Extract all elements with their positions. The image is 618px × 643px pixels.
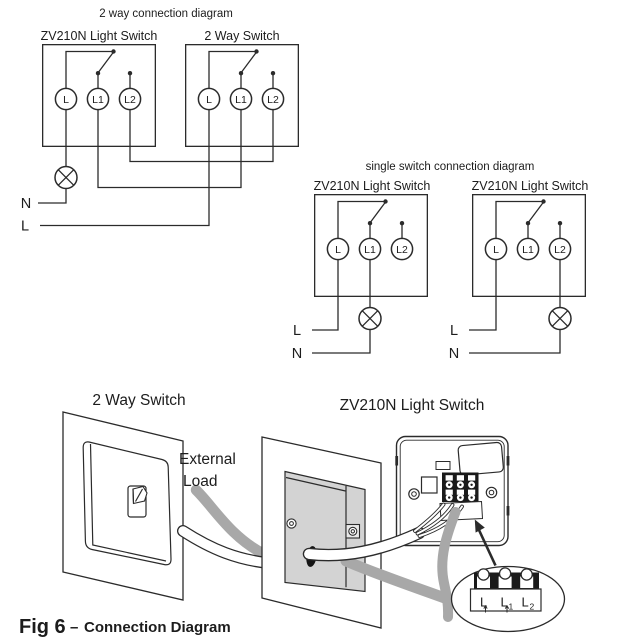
screw-icon: [286, 518, 297, 529]
two-way-connection-diagram: 2 way connection diagram ZV210N Light Sw…: [21, 8, 300, 235]
zv210n-switch-box-right: [471, 193, 587, 298]
two-way-switch-plate: [62, 411, 184, 601]
side-clip: [506, 506, 510, 516]
screw-icon: [485, 486, 498, 499]
caption-text: Connection Diagram: [84, 619, 231, 636]
two-way-wiring: [38, 109, 274, 227]
toggle-switch: [127, 485, 148, 518]
callout-arrow: [474, 519, 497, 567]
small-slot: [435, 461, 451, 470]
terminal-screw-icon: [477, 568, 490, 581]
external-load-label-line2: Load: [183, 473, 217, 490]
zv210n-box-label-left: ZV210N Light Switch: [314, 179, 431, 193]
callout-label-l1: L: [501, 595, 508, 610]
terminal-screw-icon: [498, 567, 512, 580]
terminal-screw-icon: [520, 568, 533, 581]
side-clip: [395, 456, 399, 466]
terminal-callout: L L 1 L 2: [450, 565, 566, 633]
installation-illustration: L L 1 L 2 2 Way Switch ZV210N Light Swit…: [62, 392, 566, 633]
lamp-icon: [54, 165, 78, 190]
two-way-box-label: 2 Way Switch: [204, 29, 279, 43]
zv210n-switch-box: [41, 43, 157, 148]
lamp-icon: [358, 306, 382, 331]
single-diagram-title: single switch connection diagram: [366, 161, 535, 173]
zv210n-switch-box-left: [313, 193, 429, 298]
live-label: L: [450, 323, 458, 339]
caption-separator: –: [70, 619, 78, 636]
side-clip: [506, 456, 510, 466]
two-way-switch-box: [184, 43, 300, 148]
white-cable-middle: [302, 526, 426, 562]
live-label: L: [21, 219, 29, 235]
white-cable-left: [177, 525, 270, 569]
neutral-label: N: [449, 346, 459, 362]
caption-fig-number: Fig 6: [19, 616, 66, 638]
external-load-label-line1: External: [179, 451, 236, 468]
callout-label-l2-sub: 2: [530, 602, 535, 612]
screw-icon: [408, 488, 420, 500]
lamp-icon: [548, 306, 572, 331]
zv210n-box-label: ZV210N Light Switch: [41, 29, 158, 43]
neutral-label: N: [292, 346, 302, 362]
single-switch-wiring: [312, 259, 561, 354]
module-housing: [457, 441, 504, 476]
gray-cable-left: [190, 484, 270, 560]
zv210n-illustration-label: ZV210N Light Switch: [340, 397, 485, 414]
two-way-switch-illustration-label: 2 Way Switch: [92, 392, 185, 409]
figure-caption: Fig 6 – Connection Diagram: [19, 616, 231, 638]
two-way-diagram-title: 2 way connection diagram: [99, 8, 233, 20]
small-window: [420, 476, 438, 494]
screw-icon: [348, 526, 358, 536]
single-switch-connection-diagram: single switch connection diagram ZV210N …: [292, 161, 589, 362]
live-label: L: [293, 323, 301, 339]
back-box-plate: [261, 436, 382, 629]
gray-cable-down: [437, 507, 461, 622]
neutral-label: N: [21, 196, 31, 212]
callout-label-l: L: [480, 595, 487, 610]
callout-label-l1-sub: 1: [509, 602, 514, 612]
callout-label-l2: L: [522, 595, 529, 610]
zv210n-box-label-right: ZV210N Light Switch: [472, 179, 589, 193]
terminal-block: [442, 472, 479, 502]
zv210n-unit-rear: [395, 435, 510, 547]
